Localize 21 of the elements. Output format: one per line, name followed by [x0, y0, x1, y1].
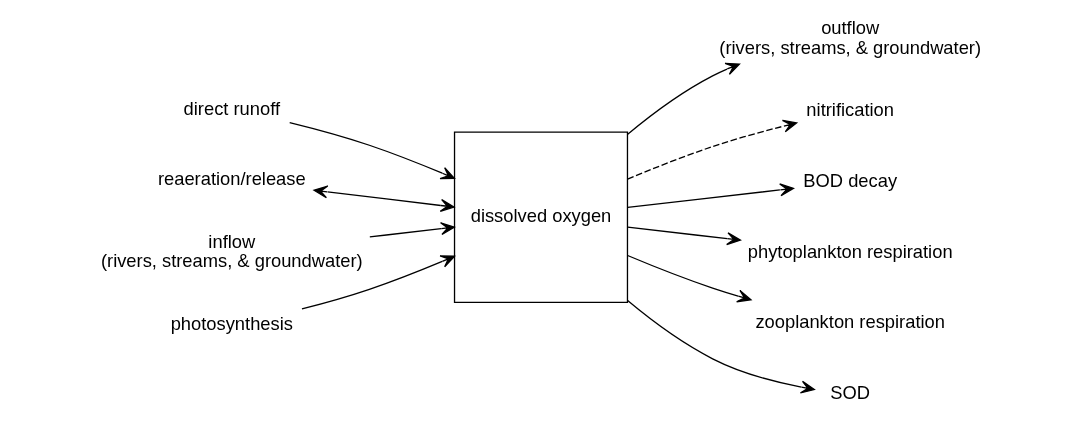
node-text: SOD — [829, 381, 870, 403]
arrow — [626, 62, 740, 135]
arrow — [626, 182, 794, 208]
arrow — [626, 254, 752, 302]
arrow — [626, 119, 797, 180]
node-text: BOD decay — [802, 169, 897, 191]
arrow — [626, 226, 741, 245]
arrow — [288, 121, 455, 179]
arrow — [312, 184, 455, 212]
node-text: nitrification — [805, 98, 894, 120]
node-text: phytoplankton respiration — [747, 240, 953, 262]
node-text: zooplankton respiration — [754, 310, 945, 332]
node-text: outflow (rivers, streams, & groundwater) — [718, 16, 981, 58]
node-text: inflow (rivers, streams, & groundwater) — [100, 230, 363, 271]
node-text: reaeration/release — [157, 167, 306, 189]
node-text: photosynthesis — [170, 312, 293, 334]
node-text: direct runoff — [183, 97, 280, 119]
arrow — [300, 254, 455, 310]
node-box: dissolved oxygen — [453, 131, 628, 303]
arrow — [368, 221, 455, 238]
arrow — [626, 299, 815, 394]
